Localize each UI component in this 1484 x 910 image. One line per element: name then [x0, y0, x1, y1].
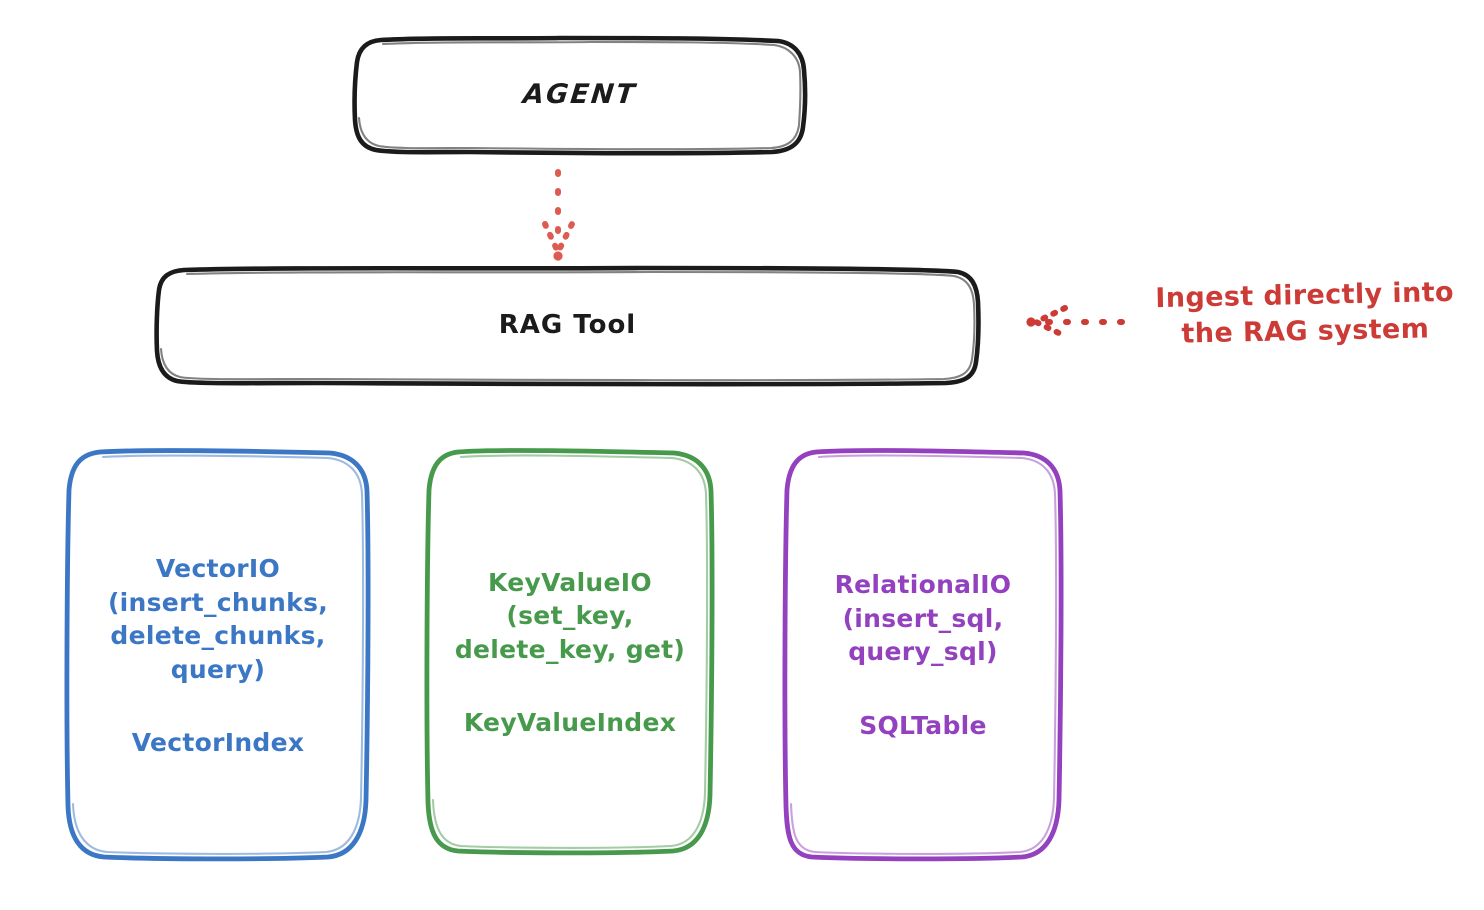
vector-io-box-outline	[64, 448, 371, 862]
agent-node[interactable]: AGENT	[355, 38, 805, 153]
key-value-io-node[interactable]: KeyValueIO (set_key, delete_key, get) Ke…	[428, 450, 712, 853]
key-value-io-title: KeyValueIO (set_key, delete_key, get)	[454, 567, 686, 664]
rag-tool-box-outline	[154, 265, 981, 387]
sql-table-label: SQLTable	[859, 710, 987, 740]
relational-io-title: RelationalIO (insert_sql, query_sql)	[834, 570, 1012, 667]
rag-tool-label: RAG Tool	[498, 309, 637, 340]
ingest-annotation-text: Ingest directly into the RAG system	[1155, 276, 1455, 350]
rag-tool-node[interactable]: RAG Tool	[157, 268, 978, 383]
agent-box-outline	[352, 35, 808, 156]
vector-io-node[interactable]: VectorIO (insert_chunks, delete_chunks, …	[68, 450, 368, 859]
relational-io-box-outline	[782, 448, 1064, 862]
relational-io-node[interactable]: RelationalIO (insert_sql, query_sql) SQL…	[786, 450, 1060, 858]
key-value-index-label: KeyValueIndex	[463, 708, 677, 738]
key-value-io-box-outline	[424, 448, 715, 856]
agent-label: AGENT	[521, 79, 639, 111]
vector-io-title: VectorIO (insert_chunks, delete_chunks, …	[107, 554, 329, 684]
vector-index-label: VectorIndex	[131, 728, 305, 757]
ingest-arrow	[1026, 305, 1134, 339]
agent-to-rag-arrow	[542, 169, 575, 261]
